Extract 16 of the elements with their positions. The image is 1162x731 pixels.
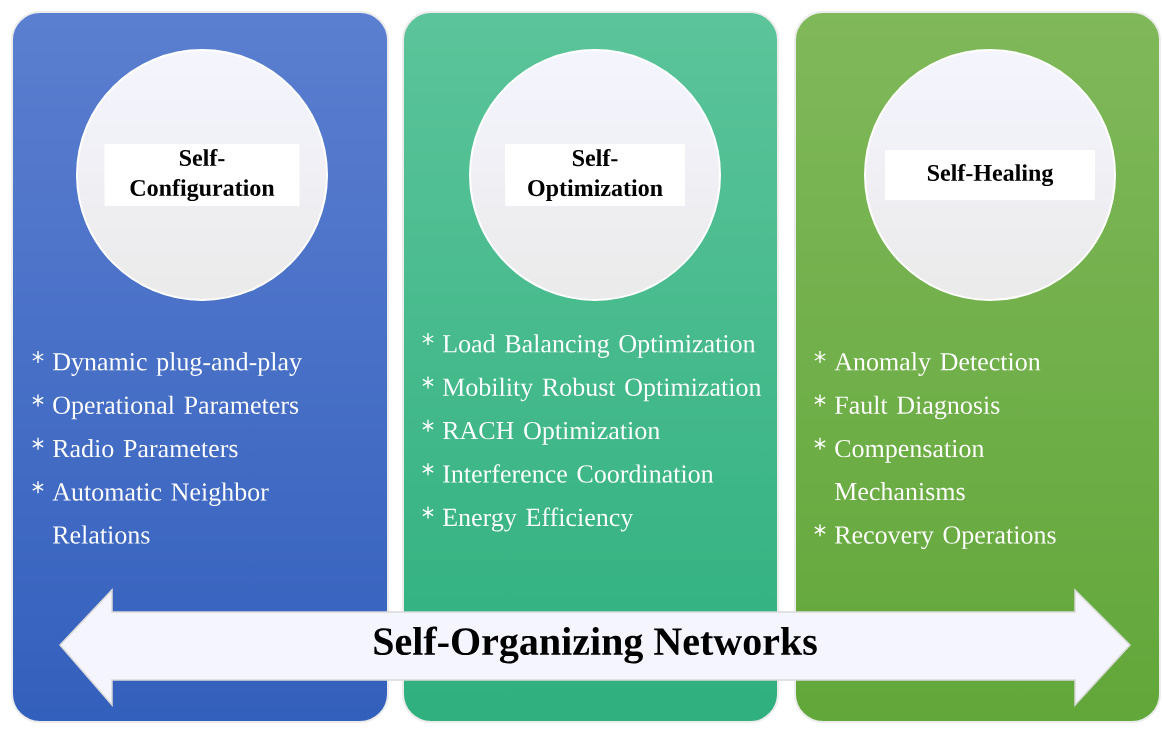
bullet-item: Load Balancing Optimization <box>422 332 756 358</box>
bullet-item: Automatic Neighbor Relations <box>32 480 269 544</box>
bullet-item: Dynamic plug-and-play <box>32 350 302 376</box>
title-label: Self-Healing <box>885 150 1095 200</box>
bullet-item: Interference Coordination <box>422 462 714 483</box>
bullet-item: Energy Efficiency <box>422 505 634 532</box>
bullet-item: Radio Parameters <box>32 437 238 458</box>
bullet-item: RACH Optimization <box>422 419 660 445</box>
bullet-item: Recovery Operations <box>814 523 1056 550</box>
bullet-item: Mobility Robust Optimization <box>422 375 762 402</box>
title-label: Self-Configuration <box>104 143 300 207</box>
bullet-item: Fault Diagnosis <box>814 393 1000 420</box>
title-label: Self-Optimization <box>505 144 685 206</box>
bullet-item: Compensation Mechanisms <box>814 437 985 501</box>
bullet-item: Operational Parameters <box>32 393 299 420</box>
bullet-item: Anomaly Detection <box>814 350 1041 376</box>
